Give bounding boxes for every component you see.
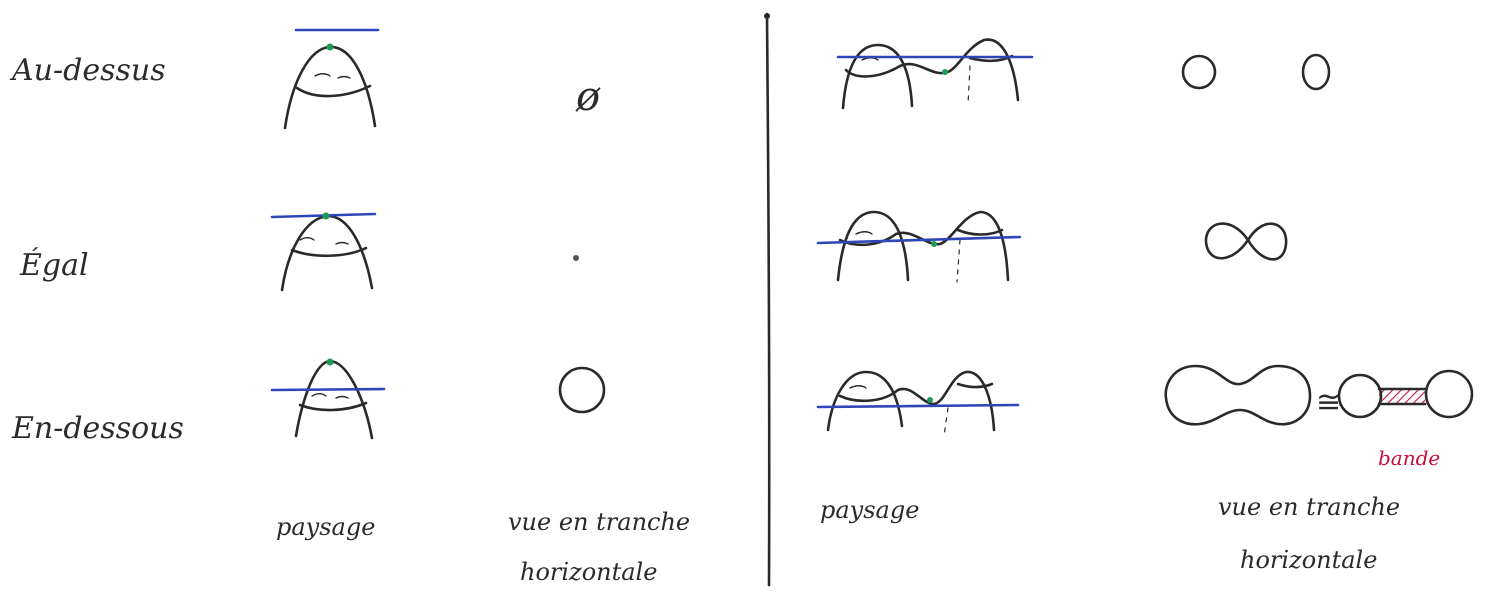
dumbbell-icon <box>1339 371 1472 417</box>
row-label-above: Au-dessus <box>9 53 166 88</box>
left-landscape-label: paysage <box>276 513 375 541</box>
divider-dot <box>764 13 770 19</box>
critical-point-icon <box>927 397 933 403</box>
mountain-sketch-above <box>285 30 378 128</box>
band-label: bande <box>1378 446 1440 470</box>
mountain-sketch-below <box>272 359 384 439</box>
critical-point-icon <box>942 69 948 75</box>
two-peak-landscape-above <box>838 40 1032 108</box>
right-landscape-label: paysage <box>820 496 919 524</box>
equivalence-symbol: ≅ <box>1316 385 1341 420</box>
mountain-sketch-equal <box>272 213 375 291</box>
peanut-curve-icon <box>1166 366 1310 424</box>
panel-divider <box>767 14 769 585</box>
right-slice-label-1: vue en tranche <box>1218 493 1400 521</box>
critical-point-icon <box>327 44 334 51</box>
circle-icon <box>560 368 604 412</box>
left-slice-label-2: horizontale <box>520 558 657 586</box>
level-line <box>272 389 384 390</box>
band-icon <box>1379 389 1425 404</box>
two-peak-landscape-equal <box>818 212 1020 282</box>
two-peak-landscape-below <box>818 372 1018 436</box>
row-label-below: En-dessous <box>11 411 184 446</box>
left-slice-label-1: vue en tranche <box>508 508 690 536</box>
row-label-equal: Égal <box>19 247 89 283</box>
critical-point-icon <box>327 359 334 366</box>
empty-set-icon: ø <box>575 74 601 120</box>
critical-point-icon <box>931 241 937 247</box>
level-line <box>818 405 1018 407</box>
right-slice-label-2: horizontale <box>1240 546 1377 574</box>
point-icon <box>573 255 579 261</box>
two-circles-icon <box>1183 55 1329 89</box>
critical-point-icon <box>323 213 330 220</box>
figure-eight-icon <box>1206 224 1286 260</box>
